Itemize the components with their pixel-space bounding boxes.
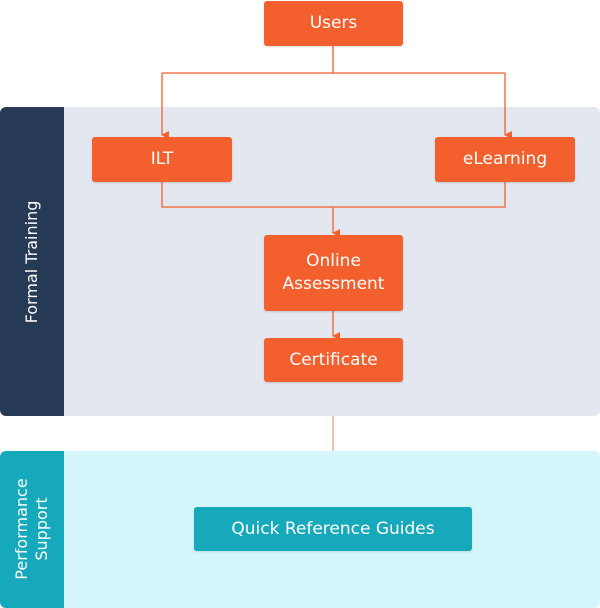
certificate-node: Certificate [264,338,403,382]
connector-merge [161,182,506,208]
ilt-node: ILT [92,137,232,182]
performance-support-band-label-bg [0,451,64,608]
connector-users-split [162,46,505,74]
online-assessment-node: Online Assessment [264,235,403,311]
users-node: Users [264,1,403,46]
elearning-node: eLearning [435,137,575,182]
formal-training-band-label-bg [0,107,64,416]
online-assessment-line2: Assessment [282,274,385,294]
quick-reference-guides-node: Quick Reference Guides [194,507,472,551]
online-assessment-line1: Online [306,251,361,271]
